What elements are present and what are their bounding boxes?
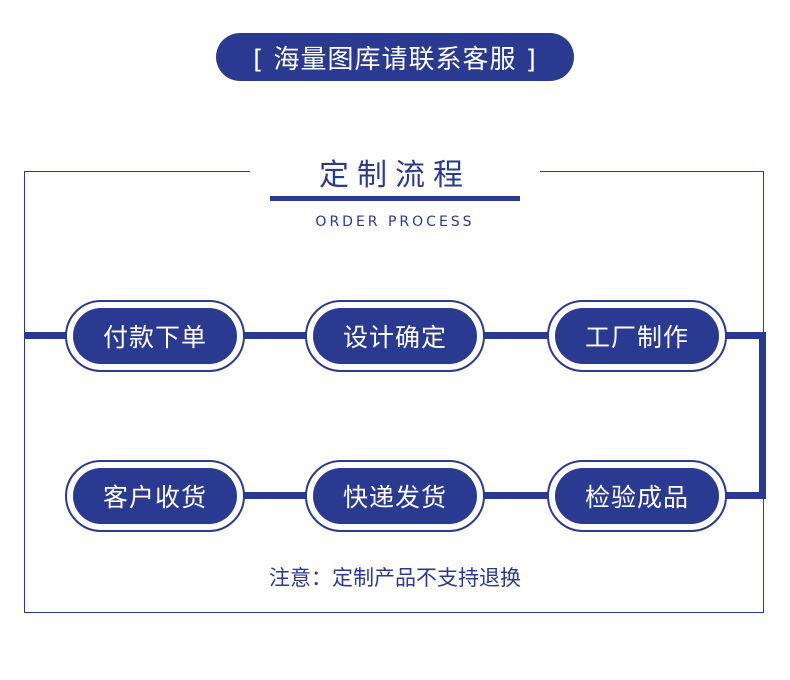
title-gap xyxy=(250,160,540,184)
process-title: 定制流程 xyxy=(319,158,471,193)
process-subtitle: ORDER PROCESS xyxy=(315,214,475,230)
notice-text: 注意：定制产品不支持退换 xyxy=(269,566,521,590)
step-express-delivery: 快递发货 xyxy=(305,460,485,532)
step-label: 快递发货 xyxy=(313,468,477,524)
step-factory-production: 工厂制作 xyxy=(547,300,727,372)
step-design-confirm: 设计确定 xyxy=(305,300,485,372)
step-label: 付款下单 xyxy=(73,308,237,364)
process-frame xyxy=(24,171,764,613)
service-banner[interactable]: [ 海量图库请联系客服 ] xyxy=(216,33,574,81)
step-label: 设计确定 xyxy=(313,308,477,364)
step-pay-order: 付款下单 xyxy=(65,300,245,372)
step-customer-receive: 客户收货 xyxy=(65,460,245,532)
step-quality-inspection: 检验成品 xyxy=(547,460,727,532)
step-label: 客户收货 xyxy=(73,468,237,524)
title-underline xyxy=(270,196,520,201)
step-label: 工厂制作 xyxy=(555,308,719,364)
step-label: 检验成品 xyxy=(555,468,719,524)
right-connector-line xyxy=(759,332,766,499)
